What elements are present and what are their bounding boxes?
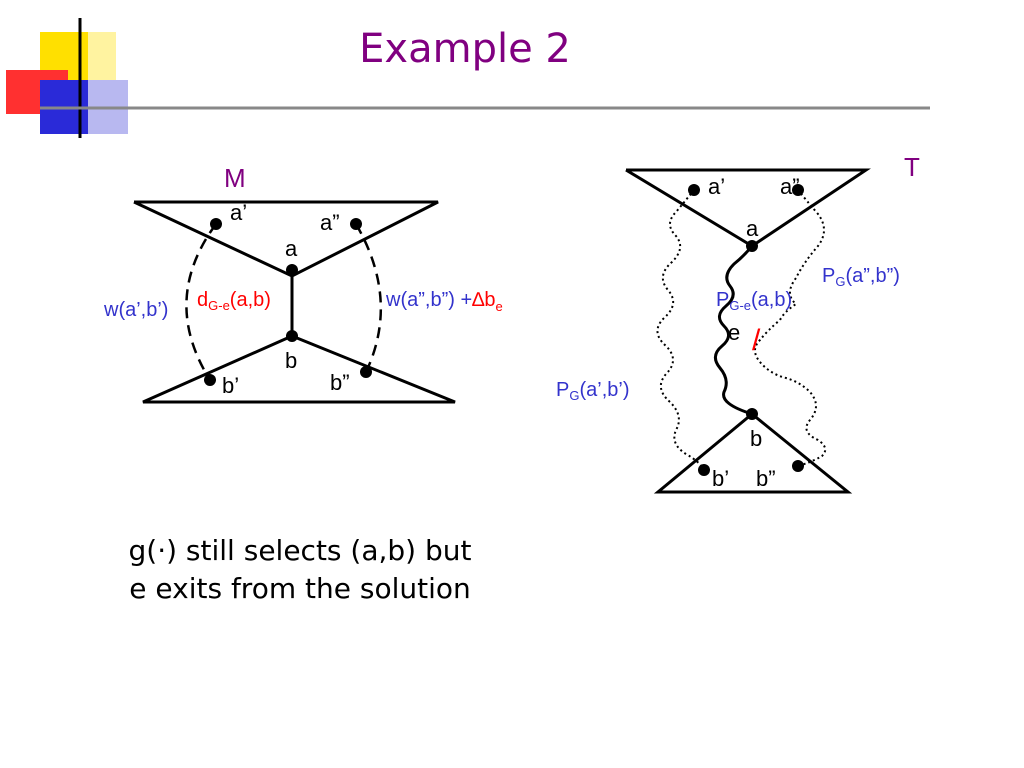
t-diagram-label: T (904, 152, 920, 182)
t-top-triangle (625, 168, 871, 248)
m-node-b-dprime (360, 366, 372, 378)
m-node-b-prime (204, 374, 216, 386)
caption-line-1: g(·) still selects (a,b) but (128, 534, 472, 567)
m-dashed-left (185, 223, 218, 381)
t-label-a-dprime: a” (780, 174, 800, 199)
t-label-b-dprime: b” (756, 466, 776, 491)
m-node-b (286, 330, 298, 342)
t-path-left-dotted (656, 189, 705, 471)
m-label-a-dprime: a” (320, 210, 340, 235)
m-label-a-prime: a’ (230, 200, 247, 225)
t-path-right-dotted (754, 189, 827, 467)
deco-yellow-fade (88, 32, 116, 80)
t-node-a (746, 240, 758, 252)
t-cut-mark: / (752, 324, 761, 357)
m-dashed-right (354, 223, 383, 373)
t-node-b-prime (698, 464, 710, 476)
m-label-w-right: w(a”,b”) +∆be (385, 289, 503, 314)
m-label-b-prime: b’ (222, 373, 239, 398)
t-label-path-mid: PG-e(a,b) (716, 289, 792, 313)
m-diagram-label: M (224, 163, 246, 193)
t-path-mid-solid (714, 245, 754, 416)
m-node-a-prime (210, 218, 222, 230)
t-node-a-dprime (792, 184, 804, 196)
t-label-path-left: PG(a’,b’) (556, 379, 629, 403)
m-node-a-dprime (350, 218, 362, 230)
diagram-m: M a’ a” a b b’ b” w(a’,b’) dG-e(a,b) w(a… (103, 163, 503, 404)
t-label-b: b (750, 426, 762, 451)
m-label-b: b (285, 348, 297, 373)
m-top-triangle (133, 200, 439, 278)
corner-decoration (6, 18, 930, 138)
t-node-b (746, 408, 758, 420)
t-label-b-prime: b’ (712, 466, 729, 491)
t-node-a-prime (688, 184, 700, 196)
m-label-a: a (285, 236, 298, 261)
slide-caption: g(·) still selects (a,b) but e exits fro… (60, 532, 540, 608)
t-label-a-prime: a’ (708, 174, 725, 199)
t-bottom-triangle (653, 412, 853, 494)
t-label-path-right: PG(a”,b”) (822, 265, 900, 289)
t-label-a: a (746, 216, 759, 241)
m-label-w-left: w(a’,b’) (103, 299, 168, 321)
slide-title: Example 2 (359, 26, 571, 72)
m-bottom-triangle (142, 334, 456, 404)
t-node-b-dprime (792, 460, 804, 472)
m-label-d-ge: dG-e(a,b) (197, 289, 271, 313)
m-node-a (286, 264, 298, 276)
m-label-b-dprime: b” (330, 370, 350, 395)
t-label-e: e (728, 320, 740, 345)
diagram-t: T a’ a” a e b b’ b” / PG(a”,b”) PG-e(a,b… (556, 152, 920, 494)
caption-line-2: e exits from the solution (129, 572, 471, 605)
